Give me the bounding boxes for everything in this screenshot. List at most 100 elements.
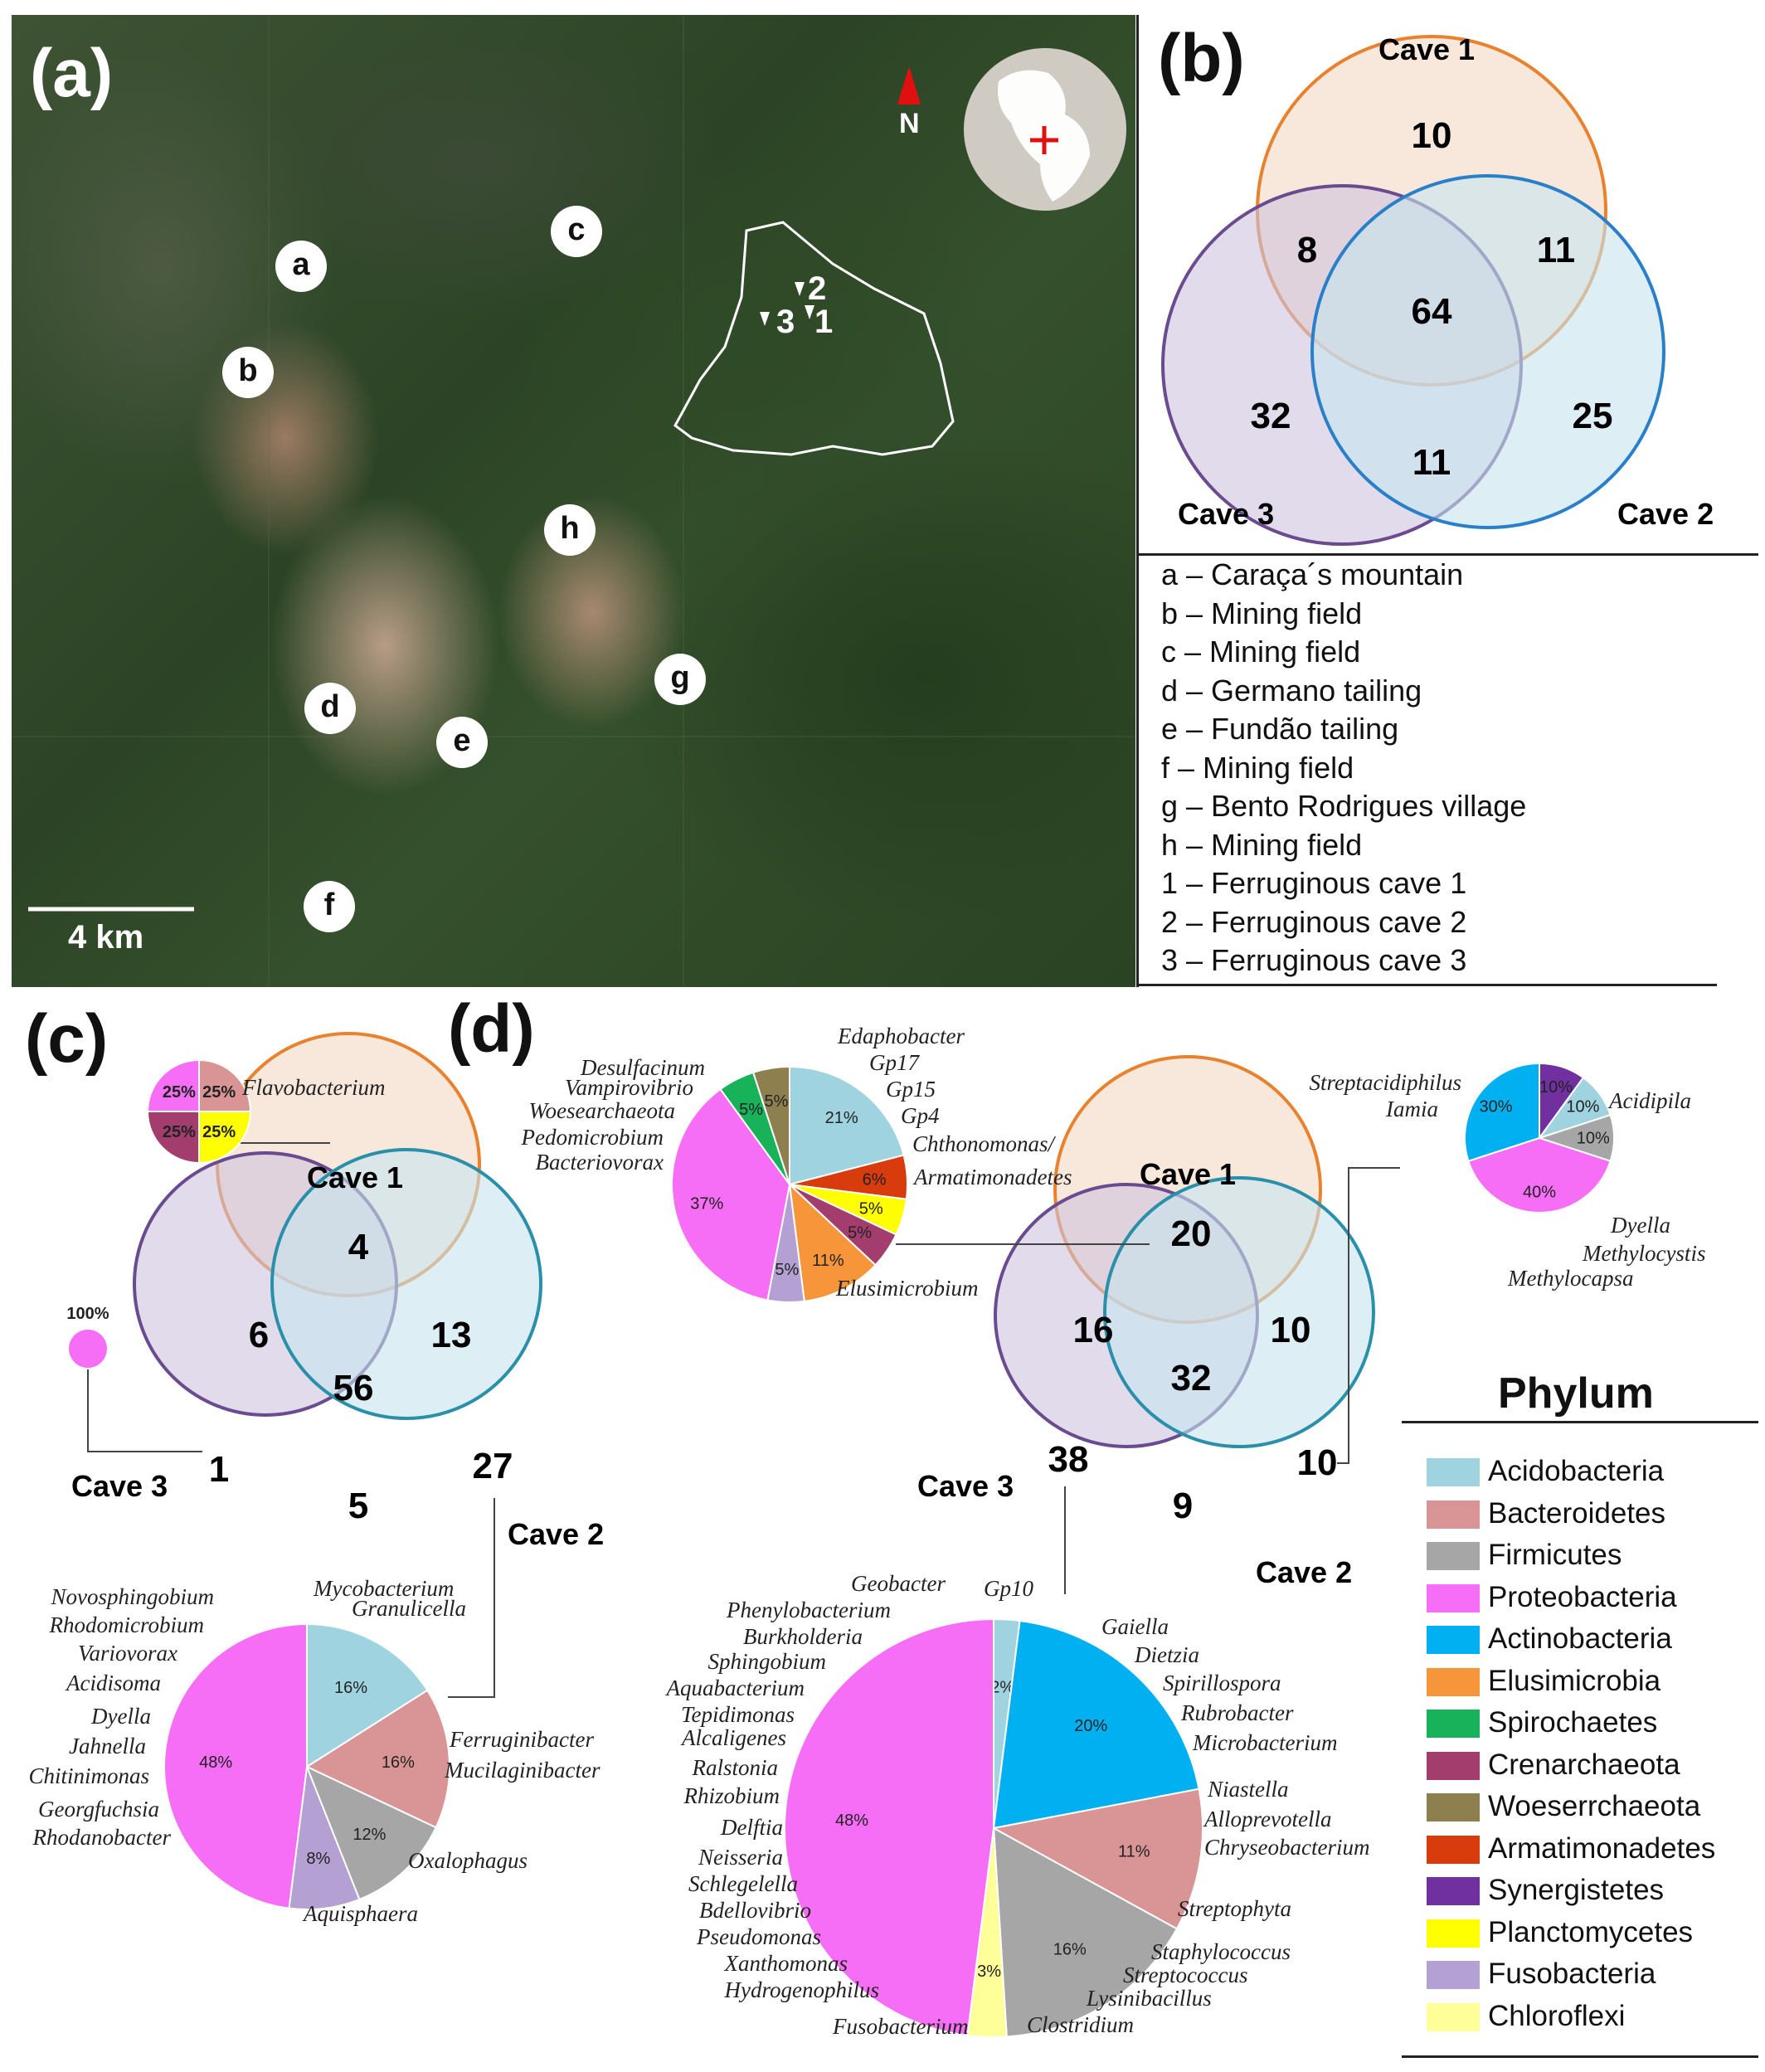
legend-swatch-actinobacteria bbox=[1427, 1626, 1480, 1654]
genus-label: Elusimicrobium bbox=[835, 1276, 979, 1301]
venn-d: Cave 1 Cave 3 Cave 2 20 16 10 32 38 10 9 bbox=[896, 1055, 1400, 1594]
legend-swatch-planctomycetes bbox=[1427, 1919, 1480, 1948]
legend-swatch-crenarchaeota bbox=[1427, 1751, 1480, 1780]
pie-slice-bacteroidetes bbox=[304, 1689, 450, 1829]
cave-marker bbox=[795, 282, 805, 296]
pie-c-cave2: 16%16%12%8%48% bbox=[163, 1622, 450, 1910]
venn-c-c12: 13 bbox=[431, 1315, 472, 1355]
legend-item: e – Fundão tailing bbox=[1161, 712, 1399, 746]
pie-slice-acidobacteria bbox=[306, 1622, 429, 1768]
pie-slice-proteobacteria bbox=[784, 1617, 994, 2037]
venn-b-label-cave2: Cave 2 bbox=[1617, 497, 1714, 531]
map-point-b: b bbox=[222, 347, 274, 398]
legend-swatch-spirochaetes bbox=[1427, 1710, 1480, 1738]
pie-d-cave3: 2%20%11%16%3%48% bbox=[784, 1617, 1203, 2038]
genus-label: Gp17 bbox=[869, 1050, 920, 1075]
genus-label: Sphingobium bbox=[707, 1649, 826, 1674]
pie-slice-label: 37% bbox=[690, 1194, 723, 1213]
legend-swatch-bacteroidetes bbox=[1427, 1500, 1480, 1529]
legend-label-woeserrchaeota: Woeserrchaeota bbox=[1488, 1790, 1701, 1822]
pie-slice-crenarchaeota bbox=[146, 1111, 200, 1165]
genus-label: Burkholderia bbox=[743, 1624, 863, 1649]
genus-label: Gp10 bbox=[984, 1576, 1033, 1601]
cave-label-3: 3 bbox=[776, 304, 795, 340]
legend-item: 3 – Ferruginous cave 3 bbox=[1161, 943, 1467, 977]
pie-slice-label: 25% bbox=[202, 1123, 236, 1141]
pie-slice-label: 48% bbox=[199, 1753, 232, 1772]
genus-label: Alcaligenes bbox=[680, 1725, 786, 1750]
genus-label: Aquabacterium bbox=[665, 1676, 805, 1700]
legend-item: c – Mining field bbox=[1161, 635, 1361, 669]
genus-label: Mucilaginibacter bbox=[444, 1758, 600, 1783]
genus-label: Pseudomonas bbox=[696, 1924, 821, 1949]
panel-label-b: (b) bbox=[1158, 21, 1245, 96]
pie-c-cave1: 25%25%25%25% bbox=[146, 1058, 252, 1165]
genus-label: Rhizobium bbox=[683, 1783, 780, 1808]
genus-label: Rhodomicrobium bbox=[49, 1612, 204, 1637]
pie-slice-label: 25% bbox=[163, 1083, 196, 1102]
pie-slice-proteobacteria bbox=[671, 1087, 791, 1301]
map-point-e: e bbox=[436, 717, 488, 768]
legend-swatch-synergistetes bbox=[1427, 1877, 1480, 1905]
pie-slice-woeserrchaeota bbox=[751, 1065, 790, 1185]
venn-c-circle-cave2 bbox=[270, 1148, 542, 1420]
legend-item: b – Mining field bbox=[1161, 596, 1363, 630]
connector-line bbox=[448, 1498, 495, 1698]
pie-slice-label: 25% bbox=[163, 1123, 196, 1141]
venn-d-label-cave1: Cave 1 bbox=[1140, 1157, 1236, 1191]
divider-line bbox=[1136, 553, 1758, 556]
pie-d-cave1: 21%6%5%5%11%5%37%5%5% bbox=[671, 1065, 908, 1303]
pie-slice-firmicutes bbox=[305, 1765, 437, 1901]
panel-label-c: (c) bbox=[25, 1001, 109, 1077]
pie-slice-label: 8% bbox=[306, 1850, 330, 1868]
legend-item: a – Caraça´s mountain bbox=[1161, 557, 1464, 591]
legend-label-fusobacteria: Fusobacteria bbox=[1488, 1958, 1656, 1990]
genus-label: Georgfuchsia bbox=[38, 1797, 159, 1822]
map-overlay bbox=[12, 15, 1135, 987]
pie-slice-label: 5% bbox=[775, 1261, 799, 1279]
genus-label: Delftia bbox=[720, 1815, 783, 1840]
genus-label: Tepidimonas bbox=[681, 1702, 795, 1727]
genus-label: Microbacterium bbox=[1192, 1730, 1337, 1755]
pie-slice-label: 40% bbox=[1523, 1183, 1556, 1201]
legend-swatch-firmicutes bbox=[1427, 1542, 1480, 1570]
genus-label: Geobacter bbox=[851, 1571, 946, 1596]
genus-label: Streptacidiphilus bbox=[1310, 1070, 1462, 1095]
lower-figure: Cave 1 Cave 3 Cave 2 4 6 13 56 1 27 5 Ca… bbox=[28, 1024, 1705, 2039]
panel-label-a: (a) bbox=[30, 36, 114, 111]
legend-label-chloroflexi: Chloroflexi bbox=[1488, 1999, 1626, 2032]
cave-marker bbox=[760, 312, 770, 326]
venn-c-label-cave2: Cave 2 bbox=[508, 1517, 604, 1551]
legend-swatch-elusimicrobia bbox=[1427, 1667, 1480, 1696]
genus-label: Novosphingobium bbox=[50, 1584, 214, 1609]
map-legend: a – Caraça´s mountain b – Mining field c… bbox=[1161, 556, 1526, 980]
map-point-g: g bbox=[654, 654, 706, 705]
legend-label-bacteroidetes: Bacteroidetes bbox=[1488, 1496, 1666, 1530]
genus-label: Neisseria bbox=[698, 1845, 783, 1870]
genus-labels: Flavobacterium Mycobacterium Granulicell… bbox=[28, 1024, 1705, 2039]
pie-slice-acidobacteria bbox=[789, 1065, 905, 1186]
genus-label: Streptococcus bbox=[1123, 1963, 1247, 1987]
map-point-c: c bbox=[551, 206, 602, 257]
legend-swatch-acidobacteria bbox=[1427, 1458, 1480, 1486]
pie-slice-firmicutes bbox=[992, 1826, 1179, 2038]
venn-c-c23: 5 bbox=[348, 1486, 368, 1526]
pie-slice-bacteroidetes bbox=[991, 1787, 1203, 1930]
pie-slice-label: 11% bbox=[1118, 1843, 1150, 1861]
genus-label: Phenylobacterium bbox=[726, 1598, 891, 1622]
genus-label: Granulicella bbox=[352, 1596, 466, 1621]
pie-slice-proteobacteria bbox=[67, 1328, 109, 1369]
venn-b-c12: 11 bbox=[1537, 230, 1576, 270]
venn-d-circle-cave2 bbox=[1103, 1176, 1375, 1448]
genus-label: Rhodanobacter bbox=[32, 1825, 172, 1850]
genus-label: Woesearchaeota bbox=[529, 1098, 675, 1123]
study-area-outline bbox=[673, 221, 955, 456]
venn-d-label-cave3: Cave 3 bbox=[917, 1469, 1014, 1503]
legend-label-armatimonadetes: Armatimonadetes bbox=[1488, 1831, 1716, 1865]
genus-label: Clostridium bbox=[1027, 2012, 1134, 2037]
legend-item: h – Mining field bbox=[1161, 827, 1363, 862]
genus-label: Vampirovibrio bbox=[565, 1075, 693, 1100]
pie-slice-label: 2% bbox=[990, 1679, 1014, 1697]
pie-slice-label: 5% bbox=[739, 1101, 763, 1119]
genus-label: Xanthomonas bbox=[724, 1951, 848, 1976]
